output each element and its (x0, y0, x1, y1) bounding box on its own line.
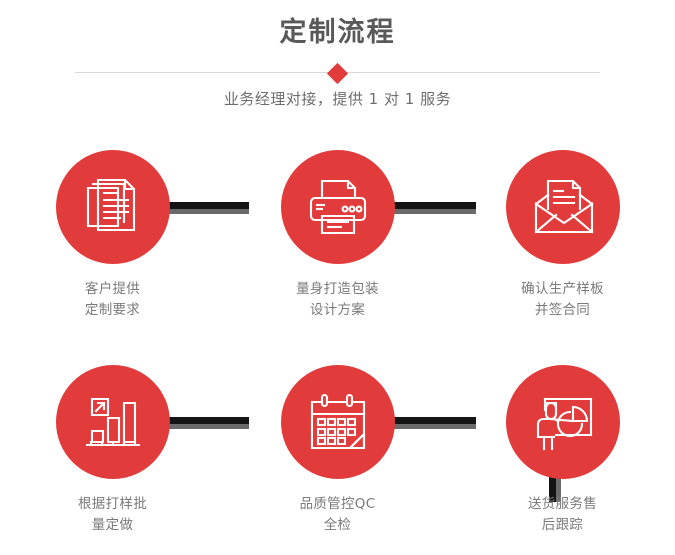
flow-step[interactable]: 确认生产样板 并签合同 (450, 125, 675, 340)
calendar-icon (307, 391, 369, 453)
step-icon-circle (505, 150, 620, 264)
flow-step[interactable]: 送货服务售 后跟踪 (450, 340, 675, 555)
step-icon-circle (505, 365, 620, 479)
step-label-line2: 全检 (323, 517, 352, 533)
diamond-separator-icon (326, 62, 349, 84)
flow-step[interactable]: 根据打样批 量定做 (0, 340, 225, 555)
step-icon-circle (280, 365, 395, 479)
connector-bar (166, 202, 249, 209)
connector-horizontal (166, 417, 249, 429)
bar-chart-growth-icon (82, 391, 144, 453)
connector-bar (166, 417, 249, 424)
step-label: 品质管控QC 全检 (268, 494, 408, 536)
step-label-line1: 品质管控QC (299, 496, 376, 512)
connector-bar (393, 202, 476, 209)
presentation-person-icon (532, 391, 594, 453)
flow-row-2: 根据打样批 量定做 (0, 340, 675, 555)
step-label: 根据打样批 量定做 (43, 494, 183, 536)
connector-vertical (549, 460, 561, 502)
flow-step[interactable]: 量身打造包装 设计方案 (225, 125, 450, 340)
page-subtitle: 业务经理对接，提供 1 对 1 服务 (223, 90, 452, 108)
connector-bar (549, 460, 556, 502)
step-label-line1: 客户提供 (84, 281, 141, 297)
step-icon-circle (280, 150, 395, 264)
step-label-line2: 量定做 (91, 517, 134, 533)
step-label: 量身打造包装 设计方案 (268, 279, 408, 321)
page-title: 定制流程 (279, 17, 396, 48)
flow-step[interactable]: 客户提供 定制要求 (0, 125, 225, 340)
step-icon-circle (55, 365, 170, 479)
printer-icon (307, 176, 369, 238)
connector-shadow (556, 460, 561, 502)
envelope-document-icon (532, 176, 594, 238)
step-label: 送货服务售 后跟踪 (493, 494, 633, 536)
flow-row-1: 客户提供 定制要求 (0, 125, 675, 340)
step-label-line1: 确认生产样板 (521, 281, 604, 297)
step-label-line1: 量身打造包装 (296, 281, 379, 297)
step-label-line1: 根据打样批 (78, 496, 147, 512)
connector-horizontal (166, 202, 249, 214)
flow-step[interactable]: 品质管控QC 全检 (225, 340, 450, 555)
step-label-line1: 送货服务售 (528, 496, 597, 512)
process-flow: 客户提供 定制要求 (0, 125, 675, 550)
connector-bar (393, 417, 476, 424)
step-label-line2: 后跟踪 (541, 517, 584, 533)
step-icon-circle (55, 150, 170, 264)
header-section: 定制流程 业务经理对接，提供 1 对 1 服务 (0, 0, 675, 125)
step-label: 客户提供 定制要求 (43, 279, 183, 321)
step-label-line2: 设计方案 (309, 302, 366, 318)
step-label-line2: 定制要求 (84, 302, 141, 318)
connector-shadow (393, 424, 476, 429)
documents-stack-icon (82, 176, 144, 238)
connector-horizontal (393, 202, 476, 214)
title-divider (75, 62, 600, 84)
connector-shadow (166, 424, 249, 429)
connector-shadow (166, 209, 249, 214)
connector-shadow (393, 209, 476, 214)
step-label: 确认生产样板 并签合同 (493, 279, 633, 321)
step-label-line2: 并签合同 (534, 302, 591, 318)
connector-horizontal (393, 417, 476, 429)
